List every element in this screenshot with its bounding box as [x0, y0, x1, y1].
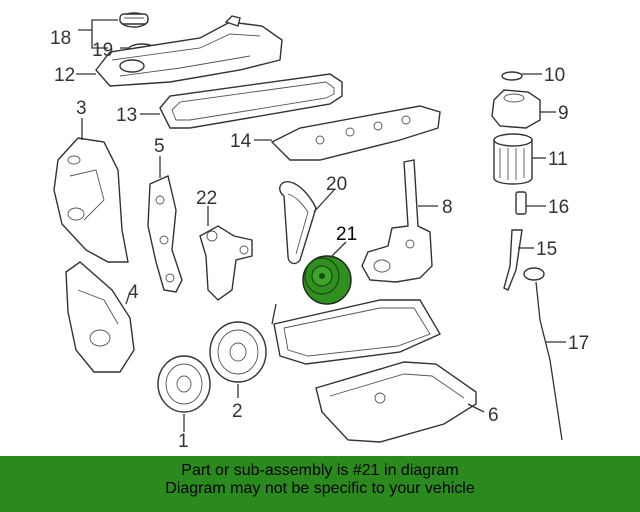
part-9-filter-housing[interactable] [491, 89, 541, 129]
part-16-plug[interactable] [515, 191, 527, 215]
label-2: 2 [232, 401, 243, 422]
part-14-intake-gasket[interactable] [270, 105, 441, 161]
label-17: 17 [568, 333, 589, 354]
label-14: 14 [230, 131, 252, 152]
label-21: 21 [336, 224, 357, 245]
part-5-bracket[interactable] [147, 175, 183, 293]
info-banner: Part or sub-assembly is #21 in diagram D… [0, 456, 640, 512]
label-11: 11 [548, 149, 568, 170]
label-15: 15 [536, 239, 557, 260]
banner-line-2: Diagram may not be specific to your vehi… [165, 480, 475, 497]
label-18: 18 [50, 28, 71, 49]
part-13-cover-gasket[interactable] [159, 73, 343, 129]
part-18-filler-cap[interactable] [119, 12, 149, 28]
label-13: 13 [116, 105, 137, 126]
label-8: 8 [442, 197, 453, 218]
part-3-timing-cover[interactable] [53, 137, 129, 263]
label-22: 22 [196, 188, 217, 209]
part-15-dipstick-tube[interactable] [503, 229, 523, 291]
part-20-timing-belt[interactable] [279, 181, 317, 265]
label-9: 9 [558, 103, 569, 124]
label-1: 1 [178, 431, 189, 452]
part-11-oil-filter[interactable] [493, 133, 533, 185]
part-10-oring[interactable] [501, 71, 523, 81]
part-17-dipstick[interactable] [523, 267, 563, 441]
banner-line-1: Part or sub-assembly is #21 in diagram [181, 462, 459, 479]
label-12: 12 [54, 65, 75, 86]
part-12-valve-cover[interactable] [95, 15, 283, 87]
label-5: 5 [154, 136, 165, 157]
callout-labels: 18 19 12 13 14 3 5 22 20 21 8 10 9 11 16… [50, 28, 589, 452]
part-2-crank-pulley[interactable] [209, 321, 267, 383]
label-16: 16 [548, 197, 569, 218]
parts-diagram: 18 19 12 13 14 3 5 22 20 21 8 10 9 11 16… [50, 12, 589, 452]
part-1-damper-pulley[interactable] [157, 355, 211, 413]
part-4-lower-timing-cover[interactable] [65, 261, 135, 373]
label-4: 4 [128, 282, 139, 303]
part-8-oil-pump[interactable] [361, 159, 433, 283]
label-10: 10 [544, 65, 565, 86]
part-22-tensioner[interactable] [199, 225, 253, 301]
label-6: 6 [488, 405, 499, 426]
label-20: 20 [326, 174, 347, 195]
label-19: 19 [92, 40, 113, 61]
part-21-pulley-highlighted[interactable] [302, 255, 352, 305]
part-6-oil-pan[interactable] [315, 361, 477, 443]
part-oil-pan-gasket[interactable] [273, 299, 441, 365]
leader-lines [76, 19, 566, 432]
label-3: 3 [76, 98, 87, 119]
